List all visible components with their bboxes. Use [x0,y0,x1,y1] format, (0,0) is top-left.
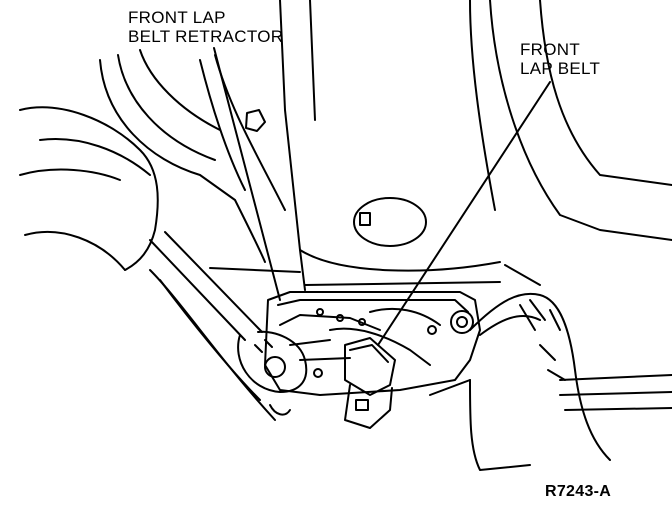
belt-leader [377,81,551,346]
label-line-2: LAP BELT [520,59,601,78]
retractor-bracket [264,291,481,396]
body-panel [209,0,672,291]
label-line-2: BELT RETRACTOR [128,27,284,46]
belt-tongue [344,337,396,429]
seat-cushion [429,292,672,471]
access-hole [353,197,427,247]
carpet-left [149,269,276,421]
label-line-1: FRONT [520,40,581,59]
ratchet-wrench [149,231,308,416]
front-lap-belt-label: FRONT LAP BELT [520,40,600,78]
seat-back [99,49,286,263]
leader-lines [213,47,551,346]
retractor-leader [213,47,281,301]
hand [19,106,159,271]
label-line-1: FRONT LAP [128,8,226,27]
bolt-head [245,109,266,132]
front-lap-belt-retractor-label: FRONT LAP BELT RETRACTOR [128,8,283,46]
figure-code: R7243-A [545,483,612,500]
